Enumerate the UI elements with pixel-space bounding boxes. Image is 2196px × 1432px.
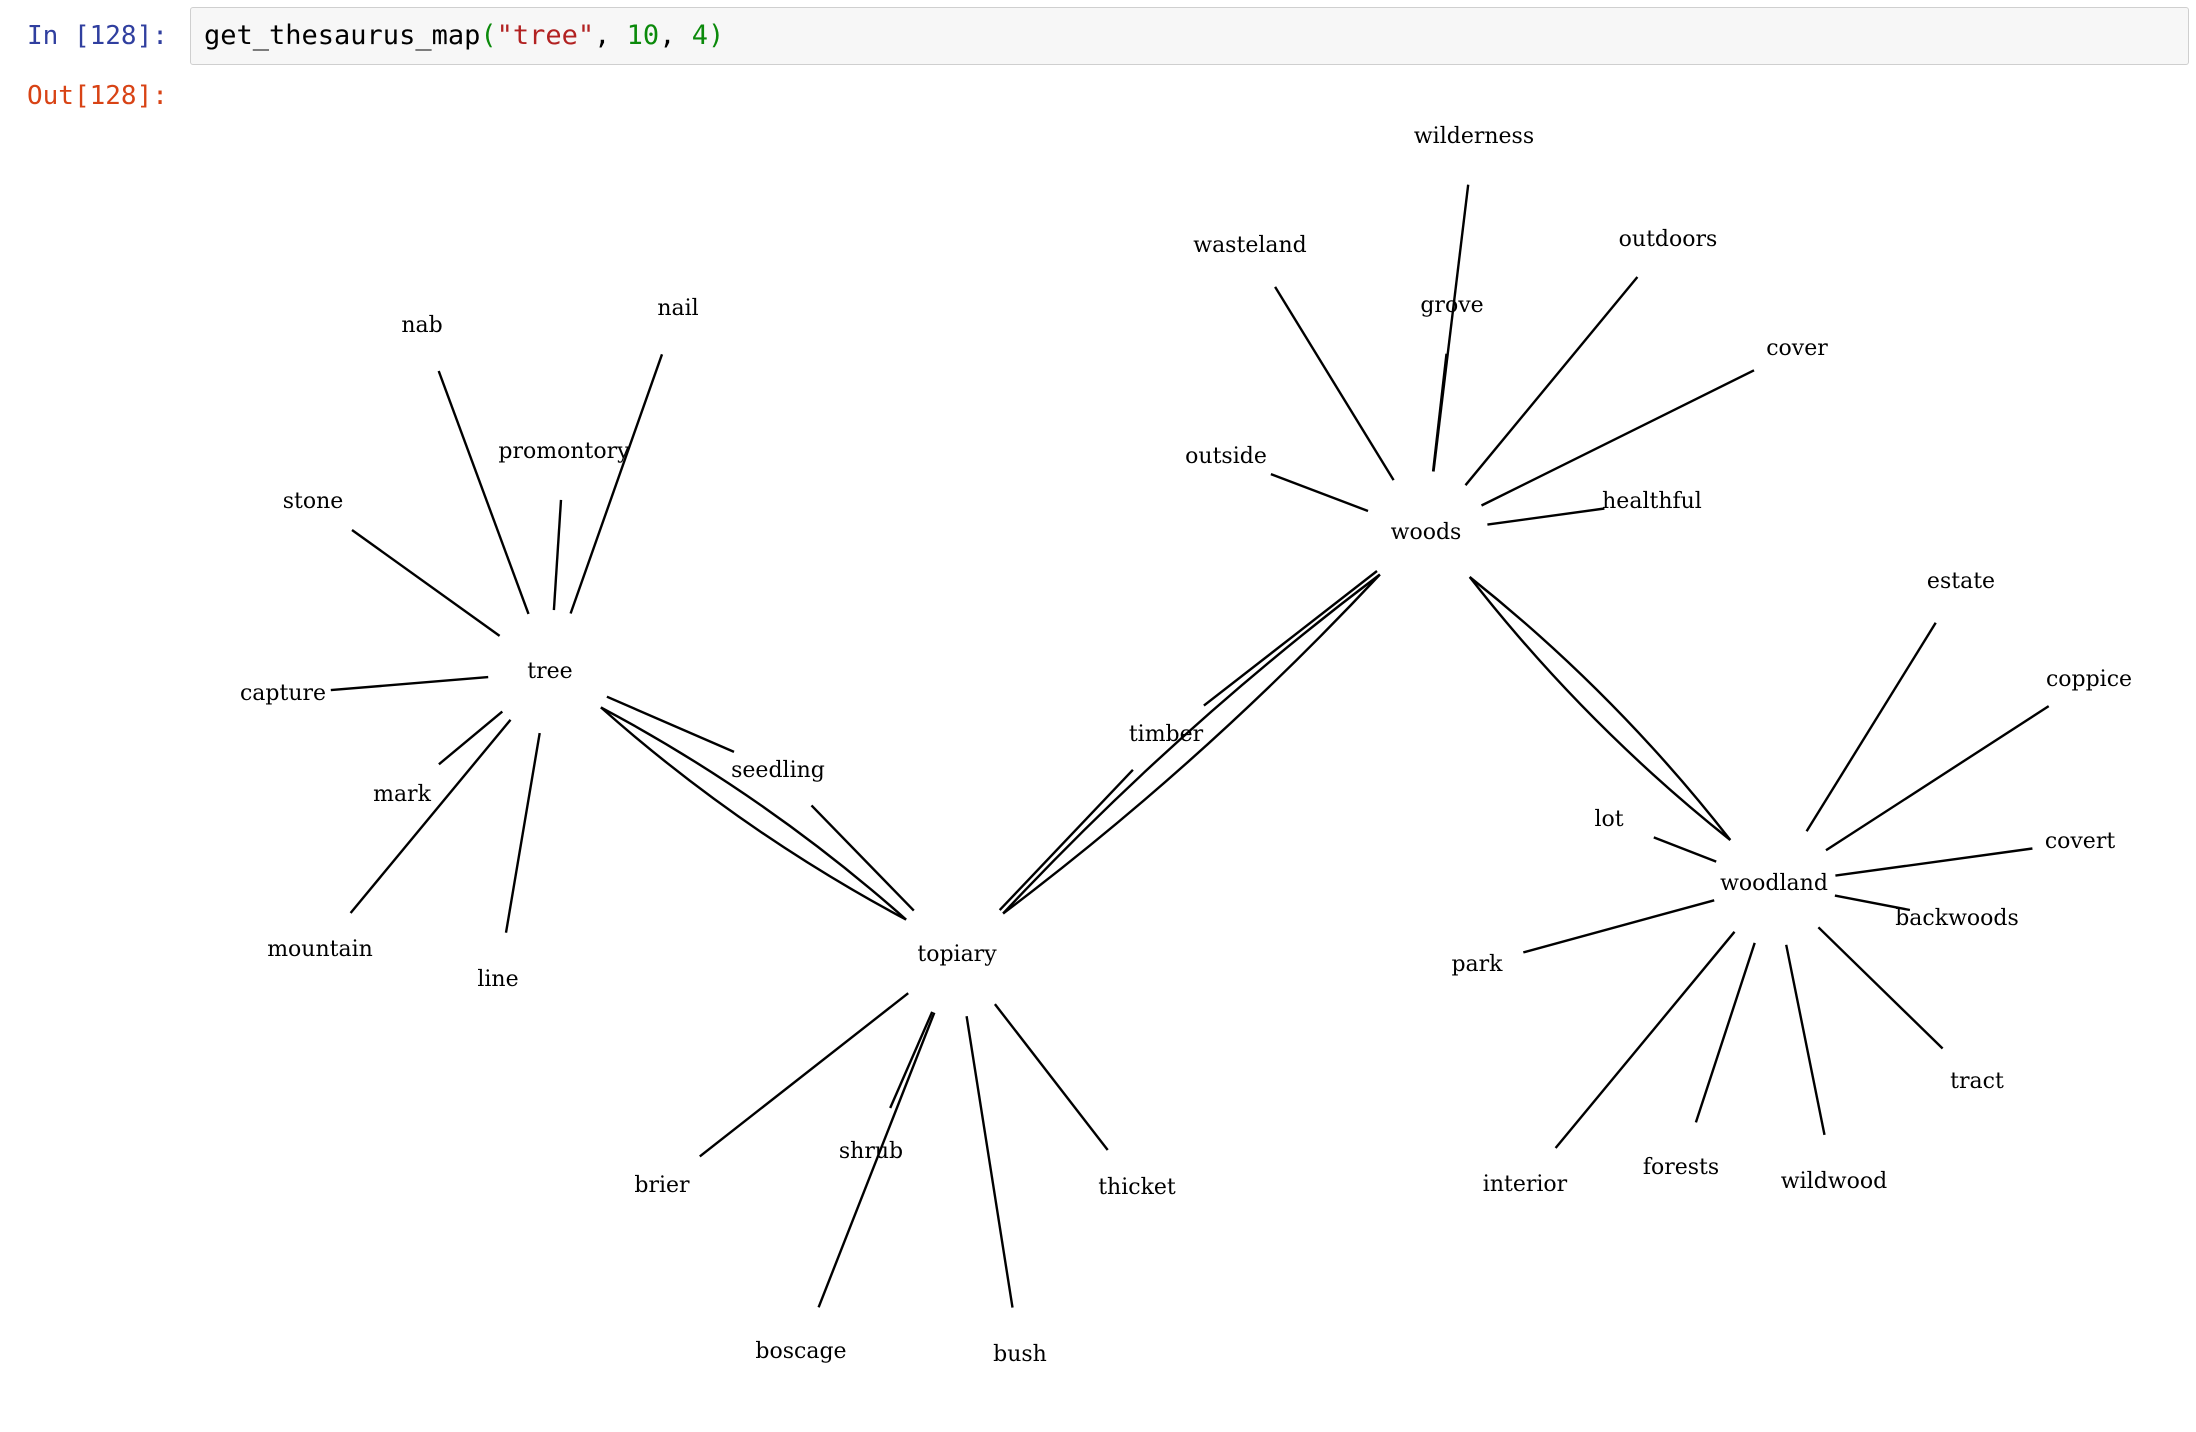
graph-edge bbox=[1274, 286, 1395, 481]
graph-edge bbox=[993, 1003, 1109, 1151]
graph-edge bbox=[1694, 942, 1756, 1123]
graph-edge bbox=[1825, 705, 2050, 852]
graph-edge bbox=[889, 1011, 934, 1109]
graph-edge bbox=[1785, 944, 1826, 1136]
graph-node-label: nab bbox=[401, 313, 442, 338]
graph-edge bbox=[504, 732, 541, 933]
graph-edge bbox=[600, 706, 907, 921]
graph-edge bbox=[349, 719, 512, 914]
code-separator: , bbox=[594, 20, 627, 51]
output-prompt: Out[128]: bbox=[27, 81, 168, 111]
graph-node-label: outdoors bbox=[1619, 227, 1718, 252]
code-line[interactable]: get_thesaurus_map("tree", 10, 4) bbox=[204, 18, 724, 54]
graph-edge bbox=[1468, 576, 1732, 841]
graph-edge bbox=[437, 370, 530, 615]
graph-node-label: capture bbox=[240, 681, 326, 706]
graph-edge bbox=[438, 710, 504, 766]
graph-node-label: covert bbox=[2045, 829, 2116, 854]
graph-edge bbox=[1653, 836, 1717, 863]
graph-node-label: thicket bbox=[1098, 1175, 1176, 1200]
graph-node-label: brier bbox=[634, 1173, 690, 1198]
graph-edge bbox=[1834, 894, 1911, 912]
graph-edge bbox=[1002, 573, 1381, 915]
graph-edge bbox=[699, 992, 909, 1158]
graph-edge bbox=[817, 1012, 936, 1308]
graph-node-label: wasteland bbox=[1193, 233, 1307, 258]
graph-node-label: shrub bbox=[839, 1139, 903, 1164]
graph-edge bbox=[1468, 576, 1732, 841]
graph-node-label: promontory bbox=[498, 439, 630, 464]
graph-edge bbox=[1203, 570, 1378, 707]
graph-edge bbox=[965, 1016, 1014, 1308]
graph-edge bbox=[1817, 926, 1944, 1050]
graph-node-label: healthful bbox=[1602, 489, 1702, 514]
graph-edge bbox=[606, 695, 735, 754]
graph-node-label: timber bbox=[1129, 722, 1204, 747]
graph-edge bbox=[600, 706, 907, 921]
graph-edge bbox=[1270, 472, 1369, 513]
graph-node-label: outside bbox=[1185, 444, 1267, 469]
graph-node-label: mountain bbox=[267, 937, 373, 962]
graph-node-label: coppice bbox=[2046, 667, 2132, 692]
graph-edge bbox=[1464, 276, 1639, 486]
graph-node-label: wilderness bbox=[1414, 124, 1534, 149]
graph-edge bbox=[1431, 353, 1448, 472]
graph-node-label: estate bbox=[1927, 569, 1995, 594]
code-open-paren: ( bbox=[480, 20, 497, 51]
graph-edges bbox=[330, 184, 2050, 1308]
graph-node-label: woods bbox=[1391, 520, 1462, 545]
graph-node-label: cover bbox=[1766, 336, 1828, 361]
graph-node-label: lot bbox=[1594, 807, 1623, 832]
graph-edge bbox=[1835, 847, 2033, 877]
graph-edge bbox=[330, 675, 489, 692]
graph-edge bbox=[351, 529, 501, 637]
graph-node-label: seedling bbox=[731, 758, 825, 783]
graph-node-label: mark bbox=[373, 782, 431, 807]
graph-edge bbox=[1805, 622, 1937, 832]
graph-node-label: woodland bbox=[1720, 871, 1828, 896]
graph-edge bbox=[810, 804, 915, 912]
graph-node-label: interior bbox=[1483, 1172, 1568, 1197]
graph-labels: tree topiary woods woodland nab nail promontor… bbox=[240, 124, 2132, 1367]
graph-edge bbox=[1487, 507, 1605, 526]
graph-node-label: nail bbox=[657, 296, 698, 321]
graph-edge bbox=[998, 768, 1134, 911]
code-close-paren: ) bbox=[707, 20, 725, 51]
code-input-area[interactable]: get_thesaurus_map("tree", 10, 4) bbox=[190, 7, 2189, 65]
graph-edge bbox=[569, 353, 664, 614]
code-separator: , bbox=[659, 20, 692, 51]
graph-edge bbox=[1480, 369, 1755, 507]
graph-node-label: tree bbox=[527, 659, 572, 684]
graph-node-label: grove bbox=[1420, 293, 1483, 318]
graph-node-label: tract bbox=[1950, 1069, 2004, 1094]
graph-node-label: topiary bbox=[917, 942, 997, 967]
input-prompt: In [128]: bbox=[27, 21, 168, 51]
graph-edge bbox=[1522, 899, 1715, 954]
graph-edge bbox=[1554, 931, 1736, 1149]
graph-node-label: wildwood bbox=[1781, 1169, 1887, 1194]
graph-node-label: line bbox=[477, 967, 518, 992]
graph-edge bbox=[552, 499, 563, 611]
graph-node-label: stone bbox=[283, 489, 344, 514]
graph-node-label: boscage bbox=[755, 1339, 846, 1364]
code-function-name: get_thesaurus_map bbox=[204, 20, 481, 51]
code-number-arg: 10 bbox=[626, 20, 660, 51]
graph-node-label: park bbox=[1451, 952, 1503, 977]
graph-node-label: bush bbox=[993, 1342, 1047, 1367]
graph-node-label: backwoods bbox=[1895, 906, 2019, 931]
graph-node-label: forests bbox=[1643, 1155, 1719, 1180]
code-number-arg: 4 bbox=[691, 20, 708, 51]
graph-edge bbox=[1002, 573, 1381, 915]
code-string-arg: "tree" bbox=[496, 20, 595, 51]
